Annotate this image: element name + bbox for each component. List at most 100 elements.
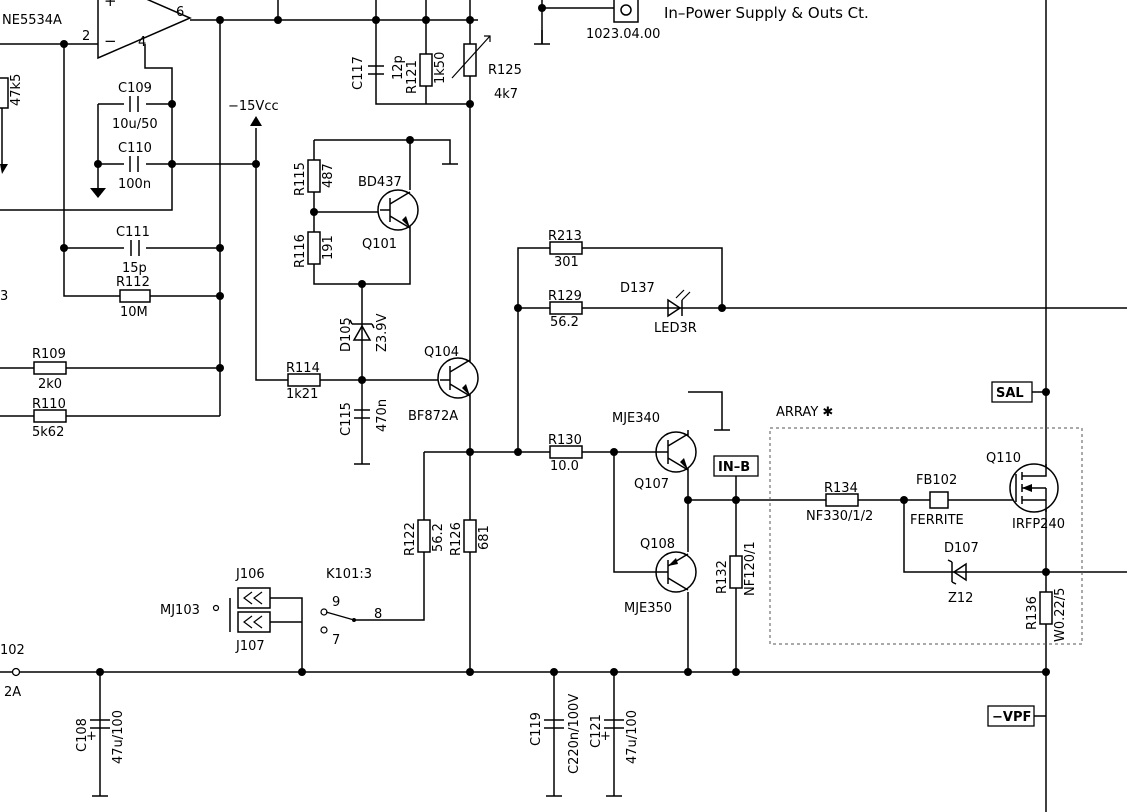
zener-d105: D105 Z3.9V <box>339 313 390 352</box>
r125-value: 4k7 <box>494 87 518 102</box>
transistor-q101: BD437 Q101 <box>358 175 419 252</box>
q107-part-label: MJE340 <box>612 411 660 426</box>
resistor-r116: R116 191 <box>293 231 336 268</box>
r213-label: R213 <box>548 229 582 244</box>
fb102-value: FERRITE <box>910 513 964 528</box>
mj103-marker: MJ103 <box>160 598 231 632</box>
c108-label: C108 <box>75 718 90 752</box>
d105-label: D105 <box>339 317 354 352</box>
d107-value: Z12 <box>948 591 973 606</box>
left-edge-parts: 47k5 3 102 2A <box>0 74 25 700</box>
r129-label: R129 <box>548 289 582 304</box>
r116-label: R116 <box>293 234 308 268</box>
opamp-part-label: NE5534A <box>2 13 62 28</box>
capacitor-c121: + C121 47u/100 <box>589 710 640 764</box>
r132-value: NF120/1 <box>743 541 758 596</box>
resistor-r114: R114 1k21 <box>286 361 321 402</box>
c108-value: 47u/100 <box>111 710 126 764</box>
r134-label: R134 <box>824 481 858 496</box>
d107-label: D107 <box>944 541 979 556</box>
c115-label: C115 <box>339 402 354 436</box>
r114-value: 1k21 <box>286 387 318 402</box>
connector-code: 1023.04.00 <box>586 27 660 42</box>
opamp-pin2: 2 <box>82 29 90 44</box>
q104-label: Q104 <box>424 345 459 360</box>
c111-label: C111 <box>116 225 150 240</box>
r213-value: 301 <box>554 255 579 270</box>
junctions <box>60 4 1050 676</box>
capacitor-c117: C117 12p <box>351 55 406 90</box>
relay-k101: K101:3 9 8 7 <box>320 567 382 648</box>
mj103-label: MJ103 <box>160 603 200 618</box>
trimmer-r125: R125 4k7 <box>451 35 522 102</box>
r122-label: R122 <box>403 522 418 556</box>
r136-label: R136 <box>1025 596 1040 630</box>
transistor-q104: Q104 BF872A <box>408 345 479 424</box>
c121-plus: + <box>600 729 611 744</box>
resistor-r129: R129 56.2 <box>548 289 583 330</box>
capacitor-c111: C111 15p <box>116 225 150 276</box>
c121-label: C121 <box>589 714 604 748</box>
zener-d107: D107 Z12 <box>944 541 979 606</box>
opamp-pin4: 4 <box>138 35 146 50</box>
resistor-r213: R213 301 <box>548 229 583 270</box>
mosfet-q110: Q110 IRFP240 <box>986 451 1065 532</box>
in-b-label: IN–B <box>718 460 750 475</box>
ferrite-fb102: FB102 FERRITE <box>910 473 964 528</box>
r130-label: R130 <box>548 433 582 448</box>
c109-value: 10u/50 <box>112 117 158 132</box>
r114-label: R114 <box>286 361 320 376</box>
capacitor-c110: C110 100n <box>118 141 152 192</box>
sal-label: SAL <box>996 386 1024 401</box>
led-d137: D137 LED3R <box>620 281 697 336</box>
r132-label: R132 <box>715 560 730 594</box>
c110-value: 100n <box>118 177 151 192</box>
resistor-r136: R136 W0.22/5 <box>1025 588 1068 642</box>
r112-label: R112 <box>116 275 150 290</box>
partial-label-3: 3 <box>0 289 8 304</box>
q101-label: Q101 <box>362 237 397 252</box>
r129-value: 56.2 <box>550 315 579 330</box>
d137-label: D137 <box>620 281 655 296</box>
opamp-ne5534a: NE5534A 2 4 6 − + <box>2 0 192 60</box>
c119-value: C220n/100V <box>567 694 582 774</box>
fuse-rating-label: 2A <box>4 685 21 700</box>
neg15vcc-label: −15Vcc <box>228 99 279 114</box>
capacitor-c109: C109 10u/50 <box>112 81 158 132</box>
jack-j106: J106 <box>235 567 271 609</box>
array-block: ARRAY ✱ <box>769 405 1083 645</box>
c119-label: C119 <box>529 712 544 746</box>
r121-label: R121 <box>405 60 420 94</box>
resistor-r130: R130 10.0 <box>548 433 583 474</box>
array-label: ARRAY ✱ <box>776 405 833 420</box>
c117-value: 12p <box>391 55 406 80</box>
resistor-r115: R115 487 <box>293 159 336 196</box>
r121-value: 1k50 <box>433 52 448 84</box>
resistor-r121: R121 1k50 <box>405 52 448 94</box>
k101-pin9: 9 <box>332 595 340 610</box>
vpf-label: −VPF <box>992 710 1031 725</box>
c121-value: 47u/100 <box>625 710 640 764</box>
transistor-q107: MJE340 Q107 <box>612 411 697 492</box>
c111-value: 15p <box>122 261 147 276</box>
r109-label: R109 <box>32 347 66 362</box>
r115-value: 487 <box>321 163 336 188</box>
r110-value: 5k62 <box>32 425 64 440</box>
net-label-sal: SAL <box>991 381 1033 403</box>
neg15vcc-supply: −15Vcc <box>228 99 279 126</box>
opamp-minus: − <box>104 32 117 50</box>
c108-plus: + <box>86 729 97 744</box>
r126-value: 681 <box>477 525 492 550</box>
q110-label: Q110 <box>986 451 1021 466</box>
r126-label: R126 <box>449 522 464 556</box>
j107-label: J107 <box>235 639 265 654</box>
q108-label: Q108 <box>640 537 675 552</box>
c109-label: C109 <box>118 81 152 96</box>
k101-pin8: 8 <box>374 607 382 622</box>
partial-label-102: 102 <box>0 643 25 658</box>
r130-value: 10.0 <box>550 459 579 474</box>
net-label-in-b: IN–B <box>713 455 759 477</box>
r110-label: R110 <box>32 397 66 412</box>
